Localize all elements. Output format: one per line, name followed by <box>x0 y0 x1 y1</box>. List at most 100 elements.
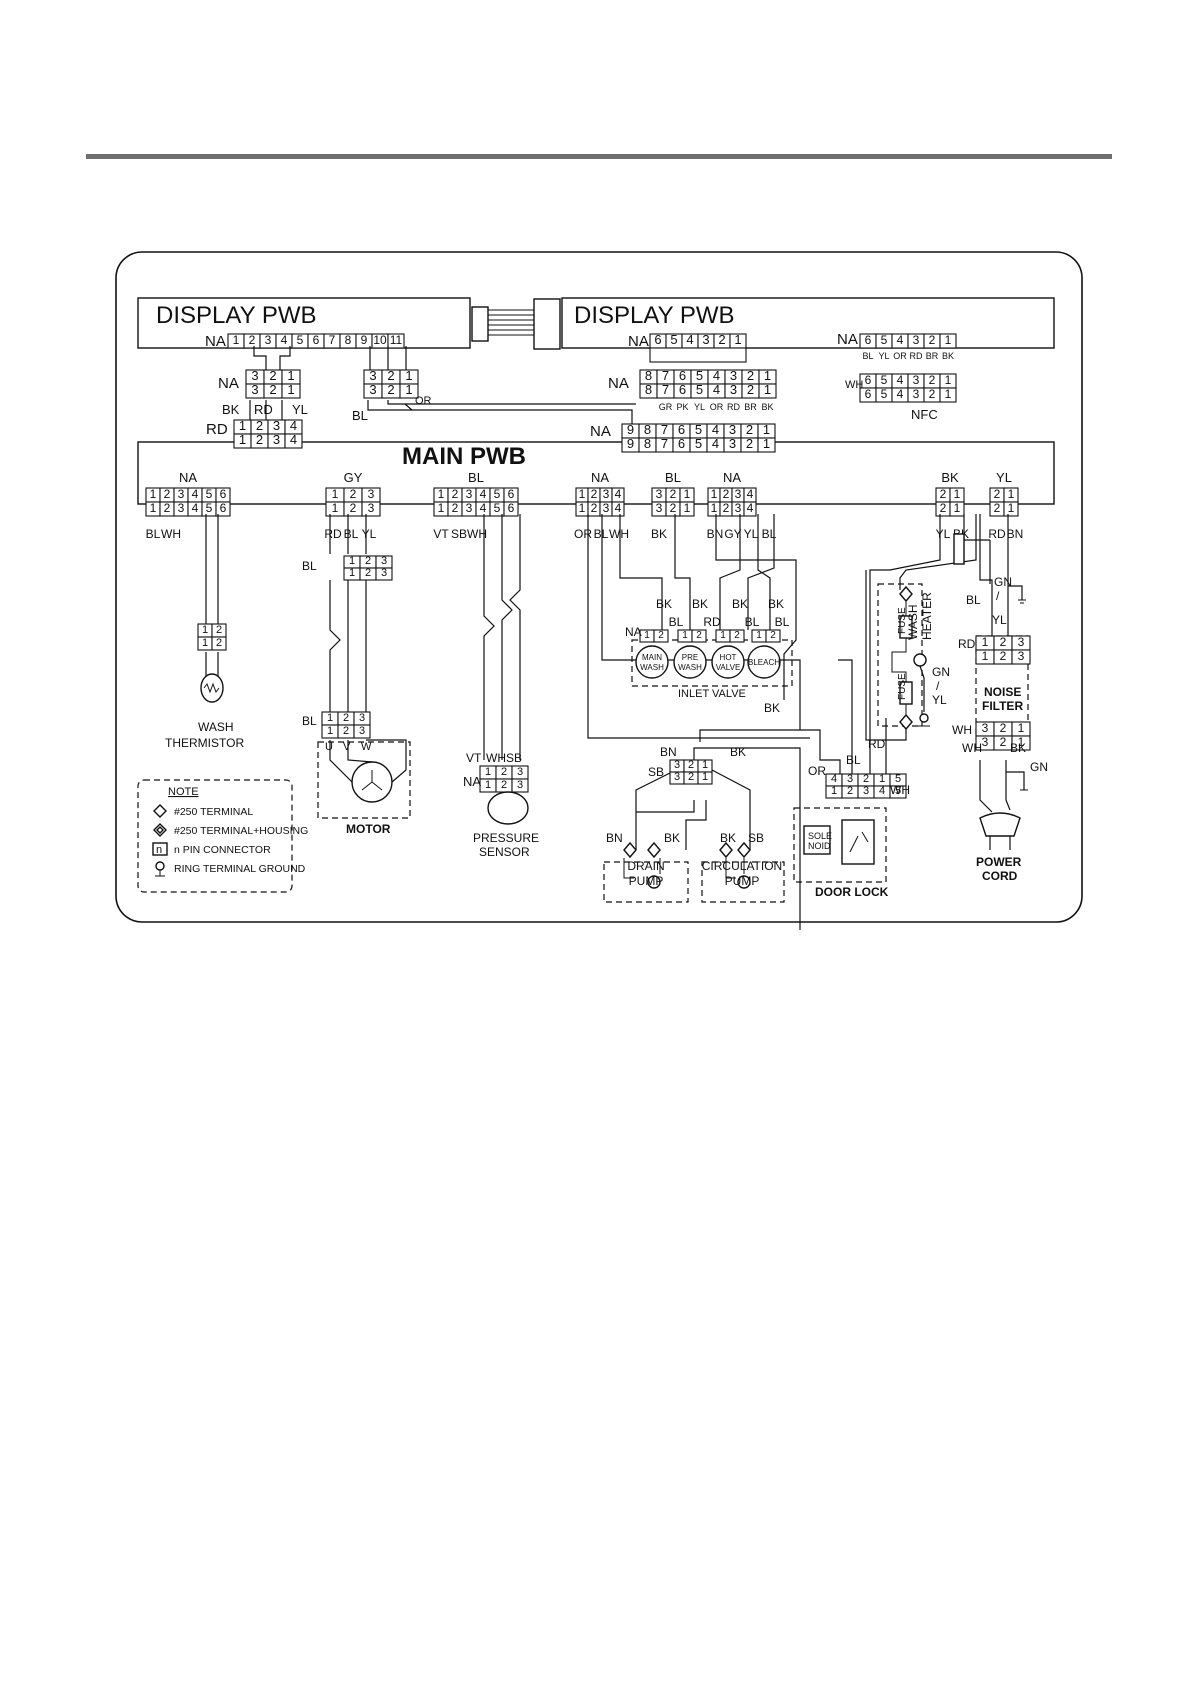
heater-gn-label: GN <box>932 665 950 679</box>
na-8-b-pin: 5 <box>696 382 703 397</box>
main-header-5-pin: 3 <box>735 487 742 501</box>
disp-right-pin: 4 <box>686 332 693 347</box>
main-header-0-b-pin: 4 <box>192 501 199 515</box>
power-cord-label-1: POWER <box>976 855 1022 869</box>
drain-pump <box>603 841 689 903</box>
pump-conn-pin: 2 <box>688 759 694 771</box>
main-header-3-pin: 4 <box>615 487 622 501</box>
ps-conn-pin: 1 <box>485 766 491 778</box>
nfc-top-cell <box>939 333 957 349</box>
nfc-top-pin: 5 <box>881 333 888 347</box>
main-header-3-pin: 1 <box>579 487 586 501</box>
nfc-mid-pin: 6 <box>865 373 872 387</box>
motor-conn2-b-cell <box>353 724 371 739</box>
main-header-wire: BL <box>146 527 161 541</box>
inlet-valve-wiring <box>587 514 810 739</box>
main-header-wire: BL <box>762 527 777 541</box>
na-321-b-cell <box>281 383 301 399</box>
valve-conn-pin: 1 <box>682 630 688 641</box>
nf-top-b-cell <box>1011 649 1031 665</box>
na-321-b-pin: 2 <box>269 382 276 397</box>
disp-main-pin: 7 <box>329 333 336 347</box>
valve-wire-label: BK <box>768 597 784 611</box>
pc-wh-label: WH <box>962 741 982 755</box>
na-8-b-pin: 2 <box>747 382 754 397</box>
nfc-top-wire: BL <box>862 351 873 361</box>
main-header-wire: OR <box>574 527 592 541</box>
main-header-1-b-pin: 3 <box>368 501 375 515</box>
fuse-bottom-label: FUSE <box>897 673 908 700</box>
na-321-pin: 2 <box>269 368 276 383</box>
main-header-wire: BN <box>1007 527 1024 541</box>
nfc-mid-2-pin: 2 <box>929 387 936 401</box>
main-header-3-pin: 2 <box>591 487 598 501</box>
motor-conn1-b-pin: 3 <box>381 567 387 579</box>
rd-1234-pin: 2 <box>256 418 263 433</box>
dl-conn-b-pin: 5 <box>895 785 901 797</box>
pump-conn-b-pin: 3 <box>674 771 680 783</box>
note-item-1: #250 TERMINAL <box>174 806 253 818</box>
pressure-sensor-label-2: SENSOR <box>479 845 530 859</box>
main-header-2-b-pin: 3 <box>466 501 473 515</box>
na-8-wire: OR <box>710 402 724 412</box>
motor-pin-v: V <box>343 741 351 753</box>
nfc-top-wire: BR <box>926 351 939 361</box>
dl-conn-b-pin: 2 <box>847 785 853 797</box>
nfc-top-wire: RD <box>910 351 923 361</box>
main-header-wire: WH <box>609 527 629 541</box>
na-8-pin: 2 <box>747 368 754 383</box>
valve-name: HOT <box>720 653 737 662</box>
nf-yl-label: YL <box>992 613 1007 627</box>
na-8-pin: 8 <box>645 368 652 383</box>
wash-thermistor-label-2: THERMISTOR <box>165 736 244 750</box>
disp-right-pin: 5 <box>670 332 677 347</box>
disp-right-pin: 1 <box>734 332 741 347</box>
display-pwb-right <box>561 297 1055 349</box>
drain-bn-label: BN <box>606 831 623 845</box>
main-header-2-b-pin: 1 <box>438 501 445 515</box>
main-header-5-pin: 4 <box>747 487 754 501</box>
na-8-pin: 5 <box>696 368 703 383</box>
wash-heater <box>865 514 991 741</box>
ps-conn-pin: 2 <box>501 766 507 778</box>
bl-321-b-cell <box>399 383 419 399</box>
nfc-top-wire: BK <box>942 351 954 361</box>
main-header-5-b-pin: 3 <box>735 501 742 515</box>
main-header-wire: RD <box>988 527 1006 541</box>
main-header-wire: YL <box>744 527 759 541</box>
circ-bk-label: BK <box>720 831 736 845</box>
circ-sb-label: SB <box>748 831 764 845</box>
rd-1234-b-pin: 1 <box>239 432 246 447</box>
bl-321-b-pin: 2 <box>387 382 394 397</box>
main-header-wire: WH <box>161 527 181 541</box>
disp-main-pin: 2 <box>249 333 256 347</box>
main-header-wire: SB <box>451 527 467 541</box>
na-321-pin: 3 <box>251 368 258 383</box>
valve-wire-label: BK <box>692 597 708 611</box>
pressure-wire-vt: VT <box>466 751 482 765</box>
inlet-valve-label: INLET VALVE <box>678 688 746 700</box>
valve-conn-cell <box>653 629 669 643</box>
pressure-wire-sb: SB <box>506 751 522 765</box>
motor-conn2-pin: 2 <box>343 712 349 724</box>
main-header-6-b-pin: 1 <box>954 501 961 515</box>
nf-top-b-pin: 3 <box>1018 649 1025 663</box>
main-header-wire: YL <box>936 527 951 541</box>
main-header-1-b-pin: 1 <box>332 501 339 515</box>
main-header-2-pin: 3 <box>466 487 473 501</box>
valve-wire-label: BL <box>669 615 684 629</box>
main-header-label: BL <box>665 470 681 485</box>
main-header-2-b-pin: 5 <box>494 501 501 515</box>
dl-conn-b-pin: 1 <box>831 785 837 797</box>
motor-conn2-b-pin: 3 <box>359 725 365 737</box>
motor-conn1-pin: 1 <box>349 555 355 567</box>
valve-name: WASH <box>678 663 702 672</box>
na-9-b-pin: 8 <box>644 436 651 451</box>
main-header-6-pin: 1 <box>954 487 961 501</box>
